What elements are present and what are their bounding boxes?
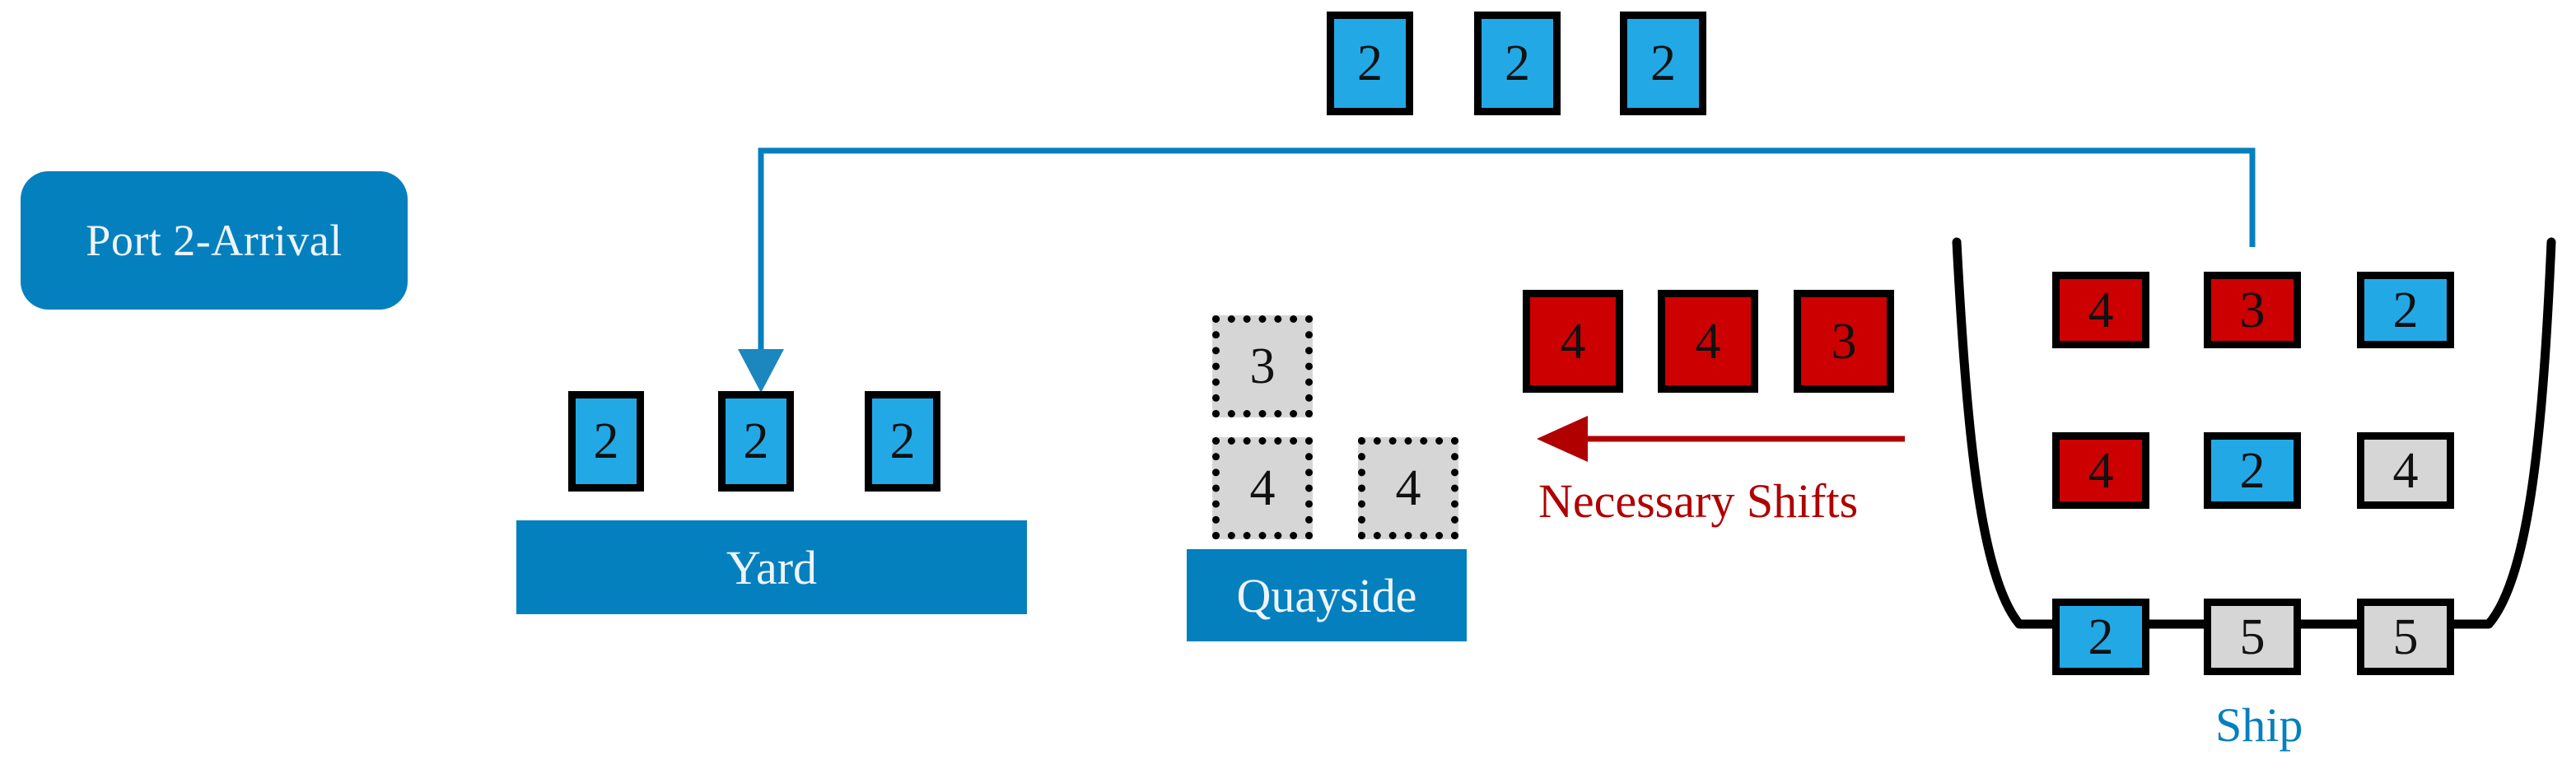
- ship-container-r2c3[interactable]: 4: [2357, 432, 2454, 509]
- ship-container-r2c2[interactable]: 2: [2204, 432, 2301, 509]
- ship-container-r1c2[interactable]: 3: [2204, 272, 2301, 348]
- yard-platform-label: Yard: [726, 540, 818, 594]
- top-container-2[interactable]: 2: [1474, 12, 1561, 115]
- quayside-stack1-container-bottom[interactable]: 4: [1212, 437, 1313, 539]
- necessary-shifts-arrow: [1537, 416, 1905, 462]
- necessary-shifts-label: Necessary Shifts: [1538, 474, 1859, 528]
- quayside-stack1-container-top[interactable]: 3: [1212, 315, 1313, 417]
- quayside-platform-label: Quayside: [1236, 568, 1417, 622]
- ship-container-r3c1[interactable]: 2: [2052, 599, 2149, 675]
- container-value: 4: [1395, 460, 1421, 516]
- container-value: 5: [2239, 608, 2266, 665]
- container-value: 4: [1249, 460, 1276, 516]
- container-value: 4: [1560, 313, 1586, 370]
- ship-container-r3c2[interactable]: 5: [2204, 599, 2301, 675]
- ship-container-r1c1[interactable]: 4: [2052, 272, 2149, 348]
- ship-label: Ship: [2215, 698, 2303, 752]
- container-value: 4: [1695, 313, 1721, 370]
- container-value: 2: [2239, 442, 2266, 499]
- container-value: 2: [1357, 35, 1383, 91]
- port-arrival-label-text: Port 2-Arrival: [86, 216, 343, 265]
- top-container-3[interactable]: 2: [1620, 12, 1706, 115]
- shift-container-3[interactable]: 3: [1794, 290, 1894, 393]
- yard-container-3[interactable]: 2: [865, 391, 940, 492]
- yard-container-1[interactable]: 2: [568, 391, 644, 492]
- container-value: 5: [2392, 608, 2419, 665]
- container-value: 3: [1831, 313, 1857, 370]
- port-arrival-label: Port 2-Arrival: [21, 171, 408, 310]
- container-value: 2: [593, 413, 619, 469]
- container-value: 2: [2392, 282, 2419, 338]
- container-value: 3: [2239, 282, 2266, 338]
- container-value: 2: [2088, 608, 2114, 665]
- quayside-platform: Quayside: [1187, 549, 1467, 641]
- ship-container-r3c3[interactable]: 5: [2357, 599, 2454, 675]
- quayside-stack2-container[interactable]: 4: [1358, 437, 1458, 539]
- arrow-head-down-icon: [738, 349, 784, 393]
- container-value: 3: [1249, 338, 1276, 394]
- container-value: 4: [2088, 282, 2114, 338]
- shift-container-1[interactable]: 4: [1523, 290, 1623, 393]
- transfer-connector-path: [738, 147, 2256, 393]
- arrow-head-left-icon: [1537, 416, 1588, 462]
- ship-container-r1c3[interactable]: 2: [2357, 272, 2454, 348]
- container-value: 2: [743, 413, 769, 469]
- shift-container-2[interactable]: 4: [1658, 290, 1758, 393]
- top-container-1[interactable]: 2: [1327, 12, 1413, 115]
- container-value: 4: [2392, 442, 2419, 499]
- container-value: 4: [2088, 442, 2114, 499]
- container-value: 2: [1505, 35, 1530, 91]
- ship-container-r2c1[interactable]: 4: [2052, 432, 2149, 509]
- container-value: 2: [889, 413, 916, 469]
- yard-container-2[interactable]: 2: [718, 391, 794, 492]
- yard-platform: Yard: [516, 520, 1027, 614]
- container-value: 2: [1650, 35, 1676, 91]
